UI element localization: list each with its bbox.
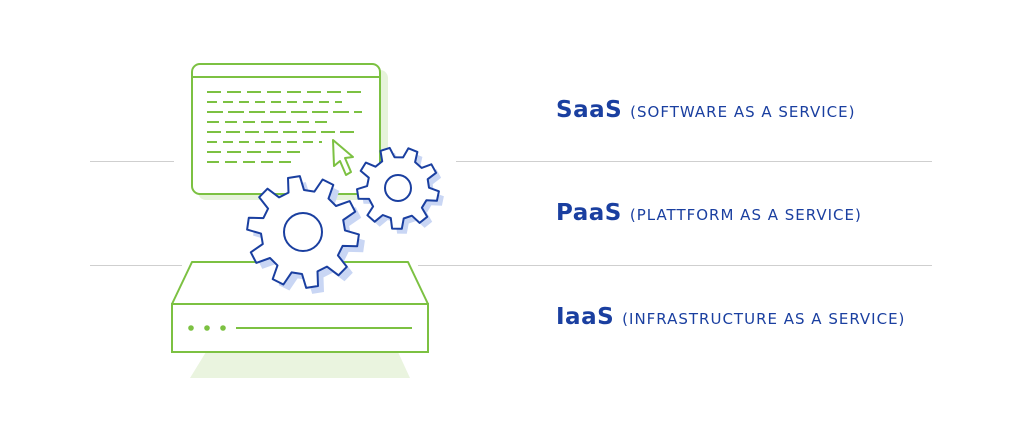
layer-full-name: (INFRASTRUCTURE AS A SERVICE) xyxy=(622,310,906,328)
layer-saas: SaaS (SOFTWARE AS A SERVICE) xyxy=(556,97,856,123)
layer-abbr: PaaS xyxy=(556,200,622,226)
large-gear-icon xyxy=(246,175,365,294)
mouse-cursor-icon xyxy=(332,139,354,176)
divider-right-top xyxy=(456,161,932,162)
layer-full-name: (SOFTWARE AS A SERVICE) xyxy=(630,103,856,121)
divider-left-bottom xyxy=(90,265,182,266)
divider-left-top xyxy=(90,161,174,162)
small-gear-icon xyxy=(356,146,444,234)
layer-paas: PaaS (PLATTFORM AS A SERVICE) xyxy=(556,200,862,226)
layer-abbr: IaaS xyxy=(556,304,615,330)
server-icon xyxy=(171,261,429,353)
floor-shadow xyxy=(190,352,410,378)
layer-iaas: IaaS (INFRASTRUCTURE AS A SERVICE) xyxy=(556,304,905,330)
divider-right-bottom xyxy=(418,265,932,266)
layer-full-name: (PLATTFORM AS A SERVICE) xyxy=(629,206,862,224)
layer-abbr: SaaS xyxy=(556,97,623,123)
